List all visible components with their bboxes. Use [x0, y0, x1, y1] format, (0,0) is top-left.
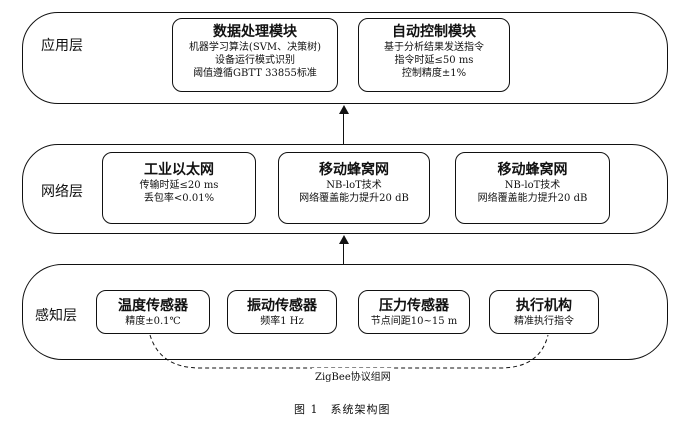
module-line: 控制精度±1% [401, 68, 467, 79]
arrow-up-head [339, 105, 349, 114]
module-title: 数据处理模块 [213, 24, 297, 40]
module-line: 精准执行指令 [514, 316, 574, 327]
pressure-sensor-module: 压力传感器 节点间距10~15 m [358, 290, 470, 334]
module-line: 丢包率<0.01% [143, 193, 215, 204]
application-layer-label: 应用层 [41, 38, 83, 54]
data-processing-module: 数据处理模块 机器学习算法(SVM、决策树) 设备运行模式识别 阈值遵循GBTT… [172, 18, 338, 92]
actuator-module: 执行机构 精准执行指令 [489, 290, 599, 334]
module-line: 基于分析结果发送指令 [384, 42, 484, 53]
module-line: 网络覆盖能力提升20 dB [299, 193, 409, 204]
module-title: 执行机构 [516, 298, 572, 314]
network-layer-label: 网络层 [41, 184, 83, 200]
arrow-perception-to-network [343, 243, 344, 265]
auto-control-module: 自动控制模块 基于分析结果发送指令 指令时延≤50 ms 控制精度±1% [358, 18, 510, 92]
arrow-up-head [339, 235, 349, 244]
temperature-sensor-module: 温度传感器 精度±0.1℃ [96, 290, 210, 334]
cellular-network-module-2: 移动蜂窝网 NB-loT技术 网络覆盖能力提升20 dB [455, 152, 610, 224]
zigbee-network-label: ZigBee协议组网 [312, 368, 394, 383]
module-title: 自动控制模块 [392, 24, 476, 40]
module-line: 设备运行模式识别 [215, 55, 295, 66]
module-title: 振动传感器 [247, 298, 317, 314]
vibration-sensor-module: 振动传感器 频率1 Hz [227, 290, 337, 334]
module-line: NB-loT技术 [504, 180, 561, 191]
module-line: 机器学习算法(SVM、决策树) [188, 42, 322, 53]
module-title: 移动蜂窝网 [319, 162, 389, 178]
module-line: 节点间距10~15 m [370, 316, 458, 327]
arrow-network-to-app [343, 113, 344, 145]
module-line: 指令时延≤50 ms [394, 55, 474, 66]
figure-caption: 图 1 系统架构图 [294, 403, 391, 416]
module-line: NB-loT技术 [326, 180, 382, 191]
module-title: 移动蜂窝网 [497, 162, 568, 178]
module-line: 阈值遵循GBTT 33855标准 [193, 68, 317, 79]
module-line: 精度±0.1℃ [125, 316, 181, 327]
module-title: 压力传感器 [379, 298, 449, 314]
module-title: 温度传感器 [118, 298, 188, 314]
module-line: 传输时延≤20 ms [139, 180, 219, 191]
industrial-ethernet-module: 工业以太网 传输时延≤20 ms 丢包率<0.01% [102, 152, 256, 224]
perception-layer-label: 感知层 [35, 308, 77, 324]
application-layer: 应用层 [22, 12, 668, 104]
module-title: 工业以太网 [144, 162, 214, 178]
module-line: 频率1 Hz [260, 316, 304, 327]
cellular-network-module: 移动蜂窝网 NB-loT技术 网络覆盖能力提升20 dB [278, 152, 430, 224]
module-line: 网络覆盖能力提升20 dB [477, 193, 588, 204]
